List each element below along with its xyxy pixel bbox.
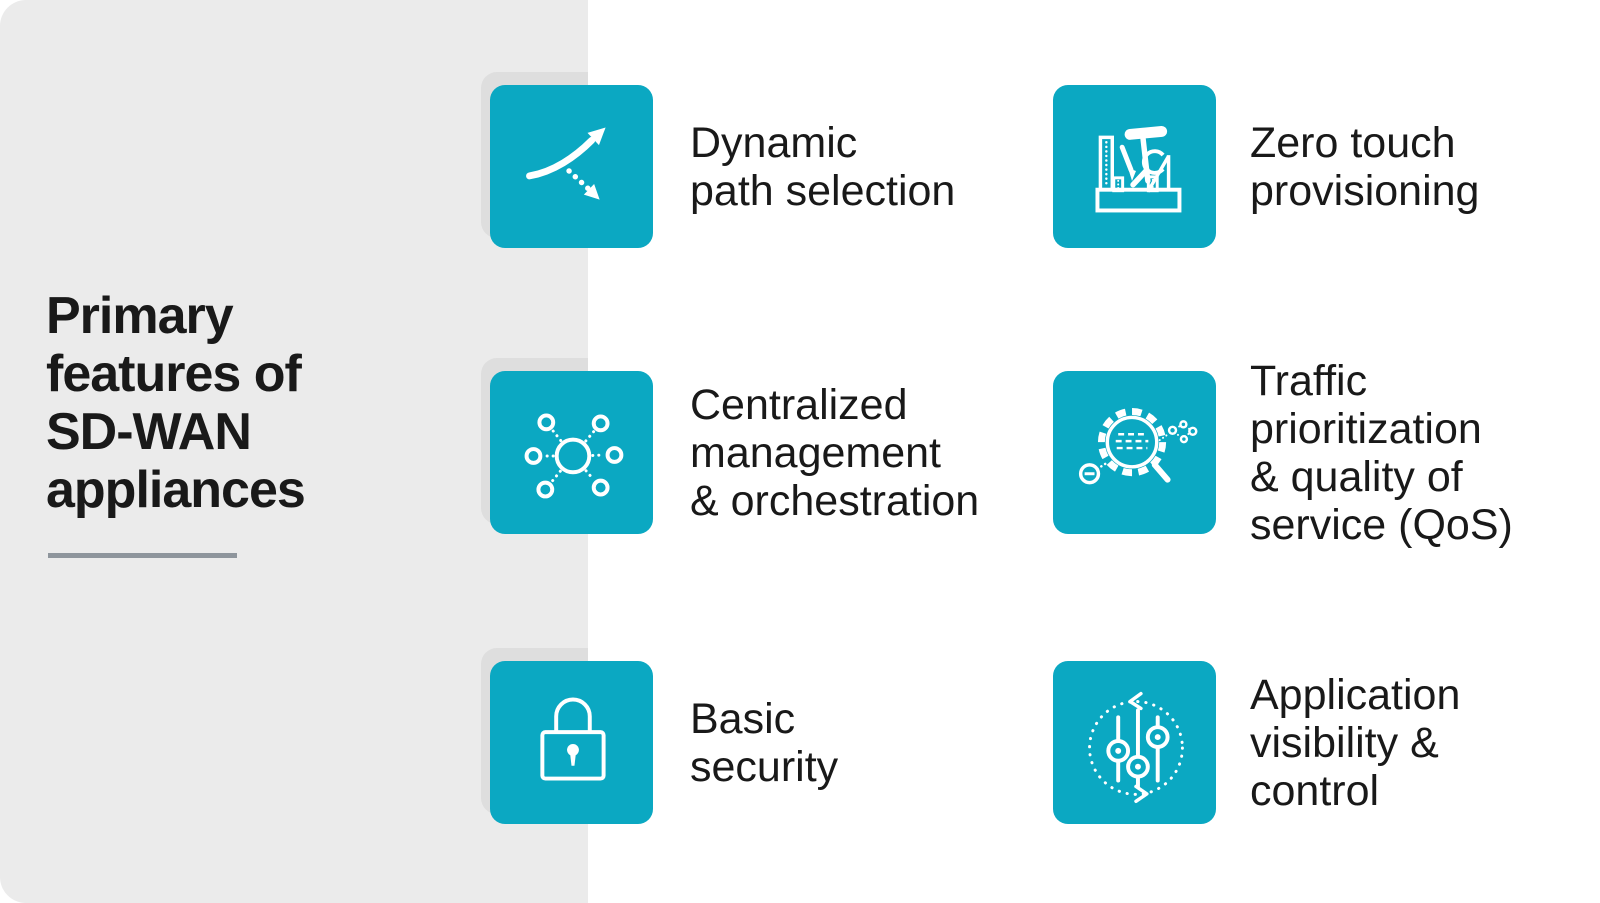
gear-magnifier-icon bbox=[1078, 408, 1198, 485]
feature-label: Zero touch provisioning bbox=[1250, 119, 1480, 215]
feature-label: Application visibility & control bbox=[1250, 671, 1461, 815]
feature-label: Centralized management & orchestration bbox=[690, 381, 980, 525]
toolbox-icon bbox=[1095, 125, 1182, 213]
feature-tile-centralized-management bbox=[490, 371, 653, 534]
feature-tile-zero-touch-provisioning bbox=[1053, 85, 1216, 248]
feature-label: Basic security bbox=[690, 695, 839, 791]
feature-tile-application-visibility bbox=[1053, 661, 1216, 824]
feature-tile-dynamic-path-selection bbox=[490, 85, 653, 248]
hub-network-icon bbox=[524, 413, 624, 499]
title-underline bbox=[48, 553, 237, 558]
sliders-cycle-icon bbox=[1088, 691, 1184, 804]
padlock-icon bbox=[540, 697, 606, 781]
curved-arrows-icon bbox=[526, 127, 606, 200]
feature-label: Traffic prioritization & quality of serv… bbox=[1250, 357, 1513, 549]
feature-label: Dynamic path selection bbox=[690, 119, 956, 215]
feature-tile-traffic-prioritization bbox=[1053, 371, 1216, 534]
page-title: Primary features of SD-WAN appliances bbox=[46, 287, 306, 519]
feature-tile-basic-security bbox=[490, 661, 653, 824]
